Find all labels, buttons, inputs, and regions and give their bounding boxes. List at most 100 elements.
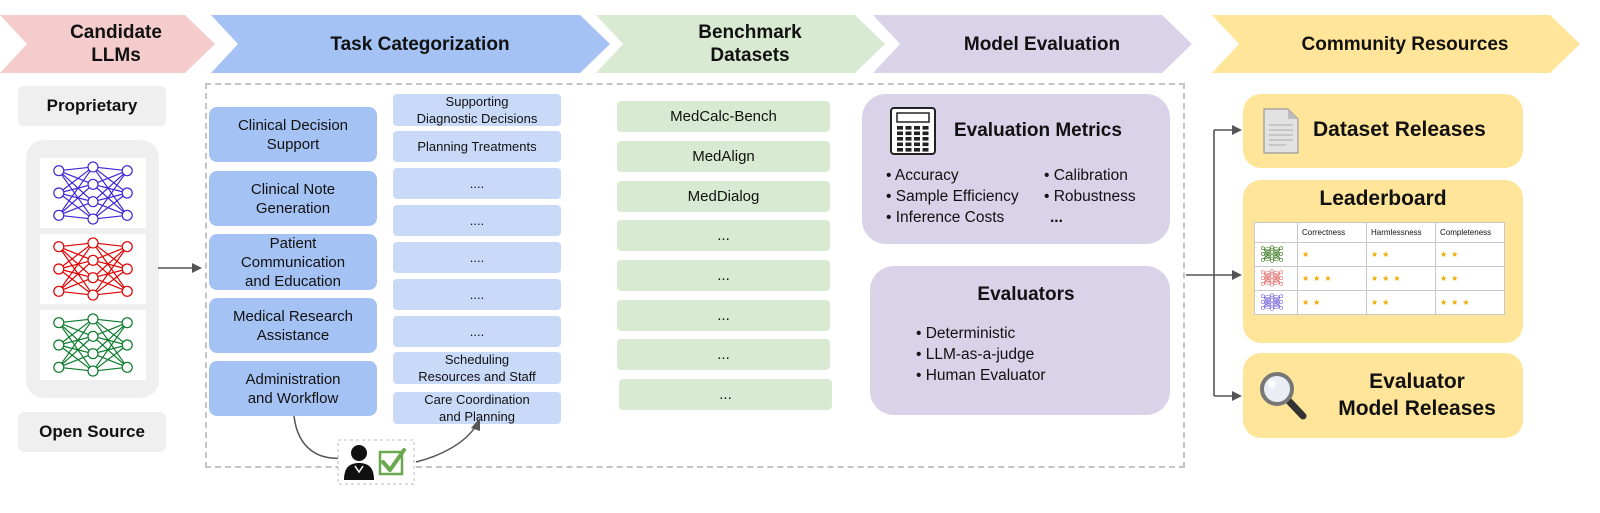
doctor-icon <box>344 445 374 480</box>
task-1-line2: Support <box>266 135 320 153</box>
subtask-care-coordination: Care Coordination and Planning <box>393 392 561 424</box>
task-2-line2: Generation <box>255 199 331 217</box>
leaderboard-col-harmlessness: Harmlessness <box>1366 222 1436 243</box>
task-2-line1: Clinical Note <box>250 180 336 198</box>
community-chevron <box>1212 15 1580 73</box>
leaderboard-stars: ★★ <box>1297 290 1367 315</box>
subtask-1-line1: Supporting <box>445 94 509 109</box>
subtask-ellipsis-2: .... <box>393 205 561 236</box>
metric-more: ... <box>1050 209 1063 226</box>
task-3-line1: Patient <box>269 234 317 252</box>
header-evaluation: Model Evaluation <box>963 33 1121 55</box>
leaderboard-col-completeness: Completeness <box>1435 222 1505 243</box>
task-1-line1: Clinical Decision <box>237 116 349 134</box>
neural-network-icon <box>1260 244 1284 263</box>
leaderboard-stars: ★ <box>1297 242 1367 267</box>
neural-network-icon <box>1260 268 1284 287</box>
table-row: ★ ★★ ★★ <box>1254 242 1505 267</box>
header-benchmark-line2: Datasets <box>710 45 790 66</box>
metrics-right-list: • Calibration • Robustness ... <box>1044 165 1136 228</box>
task-5-line1: Administration <box>245 370 341 388</box>
document-icon <box>1263 108 1299 154</box>
leaderboard-stars: ★★★ <box>1297 266 1367 291</box>
table-row: ★★ ★★ ★★★ <box>1254 290 1505 315</box>
subtask-ellipsis-4: .... <box>393 279 561 310</box>
leaderboard-model-icon-2 <box>1254 266 1298 291</box>
candidate-chevron <box>0 15 215 73</box>
metric-accuracy: • Accuracy <box>886 167 959 184</box>
leaderboard-stars: ★★ <box>1435 266 1505 291</box>
subtask-planning-treatments: Planning Treatments <box>393 131 561 162</box>
evaluator-human: • Human Evaluator <box>916 367 1046 384</box>
leaderboard-stars: ★★ <box>1435 242 1505 267</box>
benchmark-ellipsis-4: ... <box>617 339 830 370</box>
main-dashed-container <box>205 83 1185 468</box>
header-chevrons <box>0 15 1580 73</box>
task-3-line2: Communication <box>240 253 346 271</box>
evaluators-title: Evaluators <box>977 284 1075 305</box>
task-3-line3: and Education <box>245 272 341 290</box>
header-task: Task Categorization <box>330 33 510 55</box>
subtask-ellipsis-5: .... <box>393 316 561 347</box>
subtask-ellipsis-1: .... <box>393 168 561 199</box>
community-arrows <box>1186 125 1242 401</box>
candidate-arrow <box>158 263 202 273</box>
dataset-releases-label: Dataset Releases <box>1313 118 1486 141</box>
benchmark-ellipsis-2: ... <box>617 260 830 291</box>
subtask-9-line1: Care Coordination <box>424 392 530 407</box>
evaluator-releases-label: Evaluator Model Releases <box>1322 368 1512 422</box>
neural-network-icon <box>53 313 133 377</box>
subtask-1-line2: Diagnostic Decisions <box>416 111 538 126</box>
task-4-line2: Assistance <box>256 326 330 344</box>
subtask-9-line2: and Planning <box>439 409 515 424</box>
leaderboard-corner <box>1254 222 1298 243</box>
benchmark-medcalc: MedCalc-Bench <box>617 101 830 132</box>
human-review-arrow <box>293 415 480 485</box>
leaderboard-col-correctness: Correctness <box>1297 222 1367 243</box>
header-community: Community Resources <box>1301 33 1509 55</box>
benchmark-ellipsis-5: ... <box>619 379 832 410</box>
neural-network-icon <box>53 161 133 225</box>
evaluator-deterministic: • Deterministic <box>916 325 1016 342</box>
open-source-label: Open Source <box>18 412 166 452</box>
evaluation-chevron <box>873 15 1192 73</box>
calculator-icon <box>890 107 936 155</box>
task-chevron <box>211 15 610 73</box>
leaderboard-title: Leaderboard <box>1319 187 1447 210</box>
evaluator-releases-line2: Model Releases <box>1338 397 1496 420</box>
benchmark-chevron <box>596 15 885 73</box>
metric-inference-costs: • Inference Costs <box>886 209 1005 226</box>
leaderboard-header-row: Correctness Harmlessness Completeness <box>1254 222 1505 243</box>
metric-calibration: • Calibration <box>1044 167 1128 184</box>
metric-sample-efficiency: • Sample Efficiency <box>886 188 1019 205</box>
leaderboard-stars: ★★ <box>1366 290 1436 315</box>
neural-network-icon <box>53 237 133 301</box>
benchmark-ellipsis-3: ... <box>617 300 830 331</box>
benchmark-ellipsis-1: ... <box>617 220 830 251</box>
subtask-ellipsis-3: .... <box>393 242 561 273</box>
check-icon <box>378 448 406 476</box>
leaderboard-table: Correctness Harmlessness Completeness ★ … <box>1254 222 1505 315</box>
metric-robustness: • Robustness <box>1044 188 1136 205</box>
benchmark-meddialog: MedDialog <box>617 181 830 212</box>
header-candidate-line2: LLMs <box>91 45 141 66</box>
header-benchmark-line1: Benchmark <box>698 22 802 43</box>
leaderboard-stars: ★★ <box>1366 242 1436 267</box>
network-diagrams <box>40 158 146 380</box>
magnifier-icon <box>1260 372 1307 420</box>
metrics-left-list: • Accuracy • Sample Efficiency • Inferen… <box>886 165 1019 228</box>
subtask-8-line1: Scheduling <box>444 352 510 367</box>
leaderboard-model-icon-1 <box>1254 242 1298 267</box>
table-row: ★★★ ★★★ ★★ <box>1254 266 1505 291</box>
evaluators-list: • Deterministic • LLM-as-a-judge • Human… <box>916 323 1046 386</box>
leaderboard-stars: ★★★ <box>1435 290 1505 315</box>
